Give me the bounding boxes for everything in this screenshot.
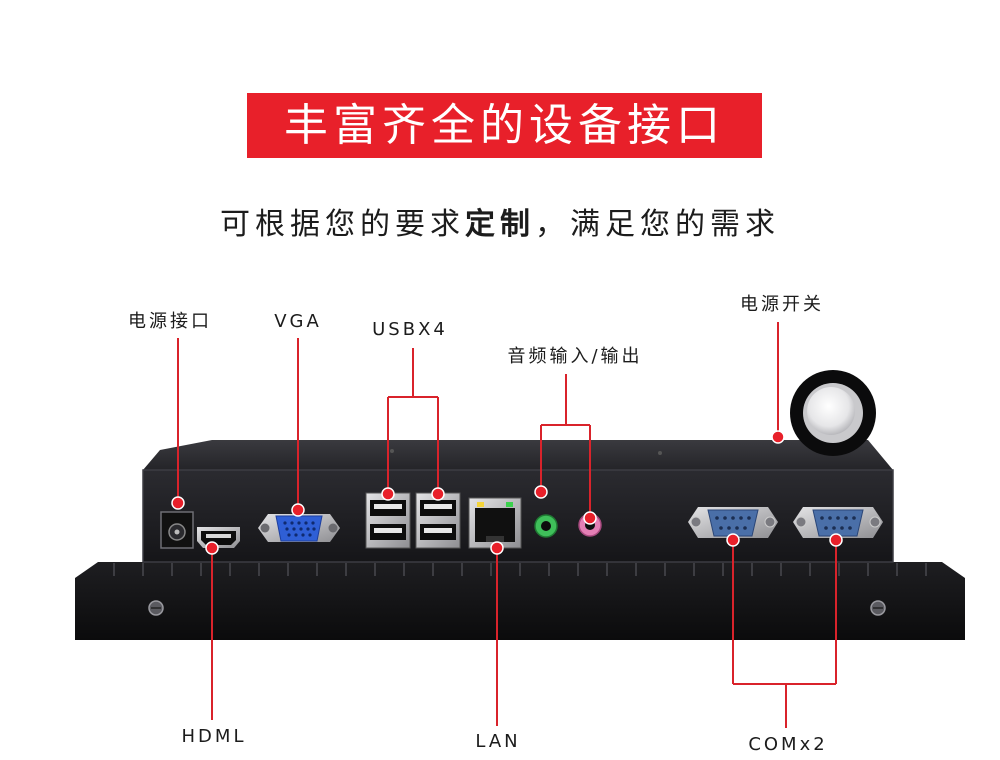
com-port-2 [793, 507, 883, 538]
page-title: 丰富齐全的设备接口 [284, 99, 725, 151]
subtitle-after: ，满足您的需求 [535, 207, 780, 242]
label-usb: USBX4 [372, 319, 448, 340]
lan-led-green [506, 502, 513, 507]
callout-dot-hdmi [205, 541, 219, 555]
callout-dots [171, 430, 843, 555]
front-bezel [75, 562, 965, 640]
callout-lines [177, 322, 837, 728]
usb-stack-right [415, 492, 461, 549]
callout-dot-vga [291, 503, 305, 517]
callout-dot-power-port [171, 496, 185, 510]
subtitle-before: 可根据您的要求 [220, 207, 465, 242]
callout-line-usb [387, 348, 439, 494]
callout-dot-com-1 [726, 533, 740, 547]
lid-mark [390, 449, 394, 453]
subtitle-bold: 定制 [465, 207, 535, 242]
callout-dot-usb-left [381, 487, 395, 501]
callout-dot-com-2 [829, 533, 843, 547]
subtitle: 可根据您的要求定制，满足您的需求 [0, 205, 1000, 245]
vga-port [258, 514, 340, 542]
callout-dot-power-switch [771, 430, 785, 444]
device-lid [143, 440, 893, 470]
label-com: COMx2 [748, 734, 828, 755]
label-power-switch: 电源开关 [740, 294, 824, 315]
title-banner: 丰富齐全的设备接口 [247, 93, 762, 158]
com-port-1 [688, 507, 778, 538]
callout-dot-lan [490, 541, 504, 555]
power-button [790, 370, 876, 456]
label-vga: VGA [274, 311, 322, 332]
label-audio: 音频输入/输出 [507, 346, 643, 367]
callout-line-com [732, 540, 837, 728]
label-power-port: 电源接口 [128, 311, 212, 332]
callout-dot-audio-out [583, 511, 597, 525]
hdmi-port [197, 527, 240, 548]
lan-port [468, 497, 522, 549]
label-lan: LAN [475, 731, 521, 752]
dc-power-jack [160, 511, 194, 549]
lid-mark [658, 451, 662, 455]
lan-led-yellow [477, 502, 484, 507]
audio-jack-green [534, 514, 558, 538]
callout-line-audio [540, 374, 591, 518]
callout-dot-audio-in [534, 485, 548, 499]
bezel-ribs [100, 563, 940, 581]
callout-dot-usb-right [431, 487, 445, 501]
label-hdmi: HDML [181, 726, 247, 747]
usb-stack-left [365, 492, 411, 549]
